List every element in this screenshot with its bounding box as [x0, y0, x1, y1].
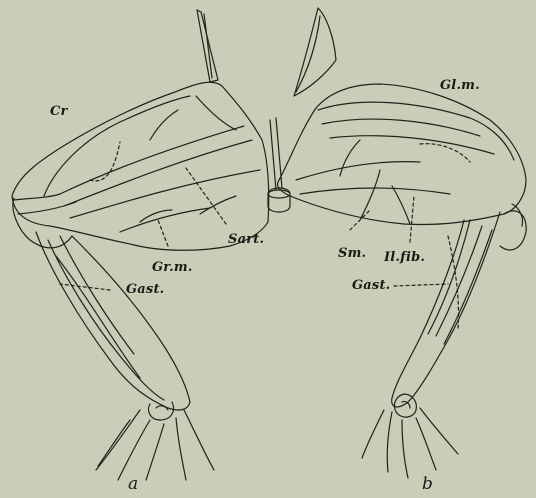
label-gr-m: Gr.m.: [152, 260, 193, 275]
panel-label-b: b: [422, 474, 433, 494]
label-gl-m: Gl.m.: [440, 78, 480, 93]
label-gast-b: Gast.: [352, 278, 390, 293]
right-leg-drawing: [278, 8, 527, 478]
panel-label-a: a: [128, 474, 138, 494]
label-leaders: [60, 168, 448, 290]
label-cr: Cr: [50, 104, 68, 119]
label-gast-a: Gast.: [126, 282, 164, 297]
label-sart: Sart.: [228, 232, 264, 247]
label-sm: Sm.: [338, 246, 366, 261]
label-il-fib: Il.fib.: [384, 250, 425, 265]
